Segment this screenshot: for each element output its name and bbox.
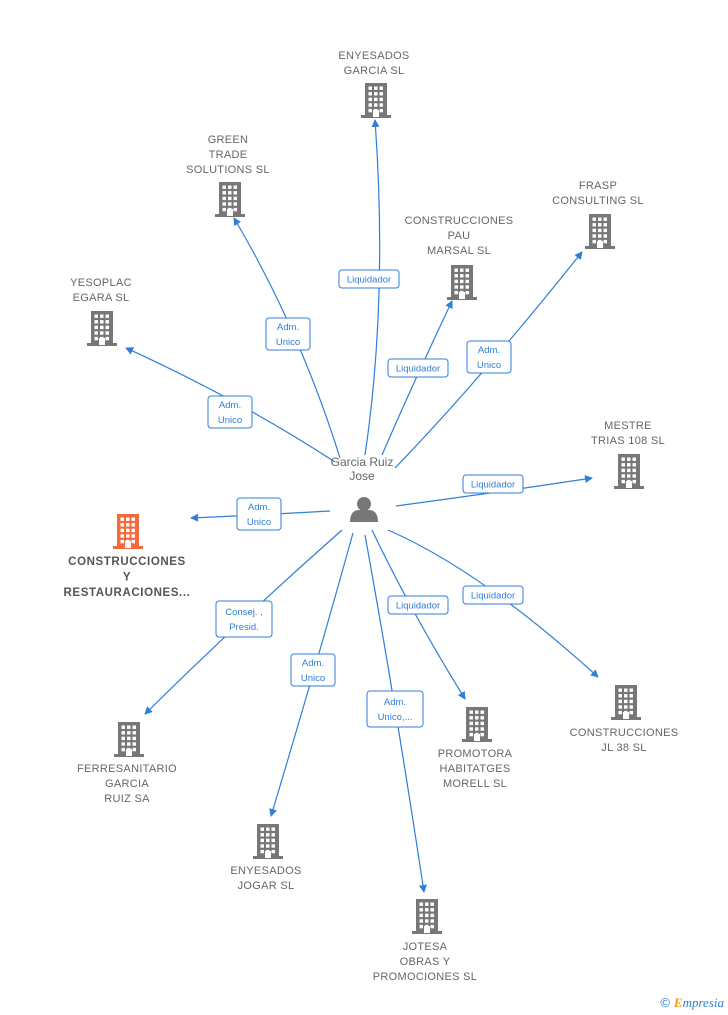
role-text: Liquidador (396, 601, 440, 612)
building-icon (462, 707, 492, 742)
company-label-line: PROMOTORA (438, 748, 513, 760)
company-label-line: JOTESA (403, 941, 448, 953)
company-node-ferresanitario[interactable]: FERRESANITARIO GARCIA RUIZ SA (77, 722, 177, 805)
company-label-line: MARSAL SL (427, 245, 491, 257)
building-icon (215, 182, 245, 217)
building-icon (412, 899, 442, 934)
company-label-line: PAU (448, 230, 471, 242)
company-label-line: SOLUTIONS SL (186, 164, 270, 176)
role-text: Adm. (277, 322, 299, 333)
company-label-line: JOGAR SL (238, 880, 295, 892)
company-node-construcciones-pau[interactable]: CONSTRUCCIONES PAU MARSAL SL (405, 215, 514, 300)
company-label-line: TRIAS 108 SL (591, 435, 665, 447)
copyright-symbol: © (660, 995, 670, 1010)
company-node-green-trade[interactable]: GREEN TRADE SOLUTIONS SL (186, 134, 270, 217)
building-icon (585, 214, 615, 249)
role-text: Adm. (248, 502, 270, 513)
role-text: Unico (247, 517, 271, 528)
company-label-line: RESTAURACIONES... (64, 587, 191, 599)
center-person[interactable]: Garcia Ruiz Jose (331, 455, 394, 522)
role-label-mestre: Liquidador (462, 474, 524, 494)
building-icon (447, 265, 477, 300)
role-text: Liquidador (396, 364, 440, 375)
company-node-enyesados-jogar[interactable]: ENYESADOS JOGAR SL (230, 824, 301, 892)
role-label-enyesados-jogar: Adm. Unico (290, 653, 336, 687)
edge-enyesados-garcia (364, 119, 381, 456)
company-label-line: ENYESADOS (230, 865, 301, 877)
company-label-line: ENYESADOS (338, 50, 409, 62)
company-label-line: PROMOCIONES SL (373, 971, 477, 983)
company-label-line: CONSTRUCCIONES (570, 727, 679, 739)
role-text: Adm. (478, 345, 500, 356)
role-text: Liquidador (471, 591, 515, 602)
role-text: Adm. (384, 697, 406, 708)
company-label-line: GARCIA (105, 778, 149, 790)
building-icon (114, 722, 144, 757)
role-text: Adm. (219, 400, 241, 411)
role-label-green-trade: Adm. Unico (265, 317, 311, 351)
footer-brand: ©Empresia (660, 995, 724, 1011)
building-icon (614, 454, 644, 489)
role-label-frasp: Adm. Unico (466, 340, 512, 374)
company-label-line: EGARA SL (73, 292, 130, 304)
company-label-line: YESOPLAC (70, 277, 132, 289)
role-text: Consej. , (225, 607, 263, 618)
building-icon (87, 311, 117, 346)
person-icon (350, 497, 378, 522)
role-text: Unico (218, 415, 242, 426)
person-name-line-1: Garcia Ruiz (331, 455, 394, 469)
brand-name: mpresia (682, 995, 724, 1010)
company-label-line: CONSTRUCCIONES (68, 556, 186, 568)
company-node-construcciones-rest[interactable]: CONSTRUCCIONES Y RESTAURACIONES... (64, 514, 191, 599)
building-icon (611, 685, 641, 720)
role-text: Unico (477, 360, 501, 371)
building-icon (253, 824, 283, 859)
company-label-line: TRADE (209, 149, 248, 161)
building-icon (113, 514, 143, 549)
building-icon (361, 83, 391, 118)
company-node-yesoplac[interactable]: YESOPLAC EGARA SL (70, 277, 132, 346)
company-node-mestre[interactable]: MESTRE TRIAS 108 SL (591, 420, 665, 489)
company-node-construcciones-jl[interactable]: CONSTRUCCIONES JL 38 SL (570, 685, 679, 754)
edge-construcciones-pau (381, 300, 453, 456)
role-text: Liquidador (347, 275, 391, 286)
company-label-line: FRASP (579, 180, 617, 192)
company-label-line: JL 38 SL (601, 742, 646, 754)
role-label-construcciones-jl: Liquidador (462, 585, 524, 605)
role-label-yesoplac: Adm. Unico (207, 395, 253, 429)
role-label-construcciones-pau: Liquidador (387, 358, 449, 378)
company-label-line: CONSULTING SL (552, 195, 644, 207)
company-label-line: HABITATGES (439, 763, 510, 775)
company-node-frasp[interactable]: FRASP CONSULTING SL (552, 180, 644, 249)
brand-initial: E (673, 995, 683, 1010)
company-node-promotora[interactable]: PROMOTORA HABITATGES MORELL SL (438, 707, 513, 790)
nodes-layer: ENYESADOS GARCIA SL GREEN TRADE SOLUTIONS SL… (64, 50, 679, 983)
role-text: Unico,... (378, 712, 413, 723)
company-label-line: MESTRE (604, 420, 652, 432)
role-label-jotesa: Adm. Unico,... (366, 690, 424, 728)
company-label-line: OBRAS Y (400, 956, 451, 968)
company-label-line: Y (123, 572, 131, 584)
person-name-line-2: Jose (349, 469, 375, 483)
role-label-enyesados-garcia: Liquidador (338, 269, 400, 289)
company-label-line: GARCIA SL (344, 65, 405, 77)
company-label-line: RUIZ SA (104, 793, 150, 805)
role-label-construcciones-rest: Adm. Unico (236, 497, 282, 531)
role-label-ferresanitario: Consej. , Presid. (215, 600, 273, 638)
role-text: Unico (301, 673, 325, 684)
role-text: Unico (276, 337, 300, 348)
company-label-line: GREEN (208, 134, 249, 146)
role-text: Adm. (302, 658, 324, 669)
company-node-enyesados-garcia[interactable]: ENYESADOS GARCIA SL (338, 50, 409, 118)
company-node-jotesa[interactable]: JOTESA OBRAS Y PROMOCIONES SL (373, 899, 477, 983)
role-text: Presid. (229, 622, 259, 633)
company-label-line: CONSTRUCCIONES (405, 215, 514, 227)
role-text: Liquidador (471, 480, 515, 491)
company-label-line: MORELL SL (443, 778, 507, 790)
edge-labels-layer: LiquidadorAdm.UnicoLiquidadorAdm.UnicoAd… (207, 269, 524, 728)
company-label-line: FERRESANITARIO (77, 763, 177, 775)
role-label-promotora: Liquidador (387, 595, 449, 615)
